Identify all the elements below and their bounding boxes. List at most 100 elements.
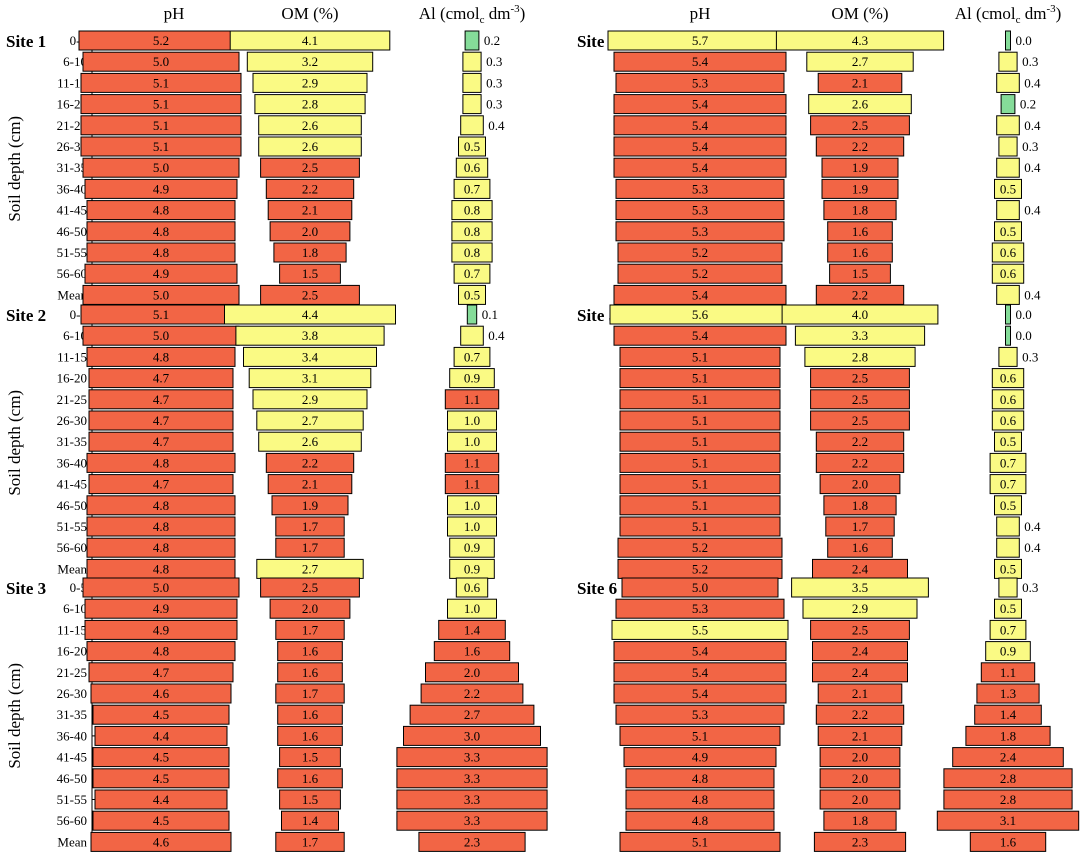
om-value-label: 1.5 — [302, 266, 318, 281]
al-value-label: 0.4 — [1024, 287, 1041, 302]
ph-value-label: 4.7 — [153, 413, 170, 428]
om-bar — [260, 577, 360, 598]
al-value-label: 0.4 — [1024, 118, 1041, 133]
om-bar — [821, 157, 899, 178]
om-value-label: 1.8 — [852, 203, 868, 218]
depth-tick-label: 41-45 — [57, 750, 87, 765]
ph-value-label: 4.7 — [153, 434, 170, 449]
al-bar — [464, 30, 480, 51]
om-bar — [271, 495, 349, 516]
depth-tick-label: Mean — [57, 834, 87, 849]
depth-tick-label: 46-50 — [57, 224, 87, 239]
om-value-label: 3.3 — [852, 328, 868, 343]
om-bar — [277, 641, 343, 662]
depth-tick-label: 46-50 — [57, 498, 87, 513]
om-value-label: 1.6 — [302, 707, 319, 722]
al-value-label: 0.5 — [1000, 224, 1016, 239]
om-value-label: 2.4 — [852, 665, 869, 680]
al-value-label: 0.3 — [1022, 54, 1038, 69]
ph-value-label: 4.7 — [153, 371, 170, 386]
ph-value-label: 4.4 — [153, 728, 170, 743]
depth-tick-label: 21-25 — [57, 118, 87, 133]
al-bar — [425, 662, 519, 683]
al-bar — [996, 157, 1020, 178]
om-bar — [817, 725, 903, 746]
al-bar — [998, 577, 1018, 598]
om-bar — [235, 325, 385, 346]
al-value-label: 1.1 — [1000, 665, 1016, 680]
al-value-label: 0.6 — [464, 580, 481, 595]
depth-tick-label: 16-20 — [57, 644, 87, 659]
ph-bar — [90, 831, 232, 852]
ph-value-label: 5.4 — [692, 287, 709, 302]
al-value-label: 0.0 — [1016, 33, 1032, 48]
header-ph-left: pH — [164, 4, 185, 23]
om-bar — [810, 115, 910, 136]
om-bar — [224, 304, 396, 325]
al-value-label: 0.4 — [1024, 203, 1041, 218]
ph-value-label: 4.8 — [153, 498, 169, 513]
om-value-label: 2.0 — [302, 224, 318, 239]
ph-value-label: 4.8 — [692, 813, 708, 828]
header-al-right: Al (cmolc dm-3) — [955, 3, 1062, 26]
al-value-label: 0.4 — [488, 328, 505, 343]
ph-bar — [90, 683, 232, 704]
ph-value-label: 5.3 — [692, 601, 708, 616]
al-bar — [996, 115, 1020, 136]
ph-bar — [619, 410, 781, 431]
al-value-label: 1.0 — [464, 601, 480, 616]
om-bar — [819, 768, 901, 789]
ph-bar — [613, 94, 787, 115]
om-value-label: 1.9 — [302, 498, 318, 513]
ph-bar — [615, 704, 785, 725]
ph-bar — [86, 537, 236, 558]
al-value-label: 2.0 — [464, 665, 480, 680]
al-value-label: 0.4 — [1024, 75, 1041, 90]
om-value-label: 1.7 — [302, 540, 319, 555]
depth-tick-label: 26-30 — [57, 139, 87, 154]
om-value-label: 1.9 — [852, 181, 868, 196]
ph-value-label: 5.4 — [692, 118, 709, 133]
al-value-label: 2.3 — [464, 834, 480, 849]
om-bar — [277, 768, 343, 789]
al-bar — [969, 831, 1047, 852]
al-bar — [396, 810, 548, 831]
depth-tick-label: 6-10 — [63, 601, 87, 616]
ph-bar — [88, 389, 234, 410]
al-bar — [444, 452, 500, 473]
om-value-label: 2.0 — [852, 750, 868, 765]
al-bar — [1005, 30, 1011, 51]
al-bar — [991, 242, 1025, 263]
om-value-label: 2.1 — [852, 75, 868, 90]
om-bar — [815, 431, 905, 452]
om-value-label: 2.9 — [302, 392, 318, 407]
al-bar — [453, 178, 491, 199]
al-bar — [996, 537, 1020, 558]
al-bar — [396, 768, 548, 789]
al-value-label: 0.3 — [486, 75, 502, 90]
om-bar — [804, 346, 916, 367]
om-value-label: 1.6 — [302, 728, 319, 743]
ph-value-label: 4.8 — [153, 349, 169, 364]
al-bar — [1005, 325, 1011, 346]
al-bar — [974, 704, 1042, 725]
ph-bar — [613, 325, 787, 346]
al-value-label: 3.0 — [464, 728, 480, 743]
om-value-label: 1.5 — [302, 750, 318, 765]
om-bar — [794, 325, 926, 346]
al-value-label: 1.8 — [1000, 728, 1016, 743]
al-bar — [989, 452, 1027, 473]
depth-tick-label: 11-15 — [57, 622, 87, 637]
al-value-label: 0.5 — [1000, 601, 1016, 616]
ph-value-label: 5.3 — [692, 75, 708, 90]
ph-bar — [619, 368, 781, 389]
ph-bar — [611, 619, 789, 640]
al-value-label: 0.6 — [1000, 371, 1017, 386]
ph-bar — [84, 263, 238, 284]
ph-bar — [88, 368, 234, 389]
header-om-left: OM (%) — [281, 4, 338, 23]
al-value-label: 1.1 — [464, 477, 480, 492]
om-bar — [267, 474, 353, 495]
ph-bar — [613, 641, 787, 662]
